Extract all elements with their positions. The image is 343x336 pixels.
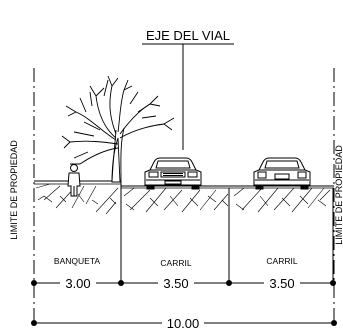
car-rear-view-2 (253, 157, 311, 190)
dimension-lane-1: 3.50 (163, 276, 188, 291)
axis-title: EJE DEL VIAL (146, 28, 230, 43)
property-limit-label-left: LIMITE DE PROPIEDAD (9, 140, 19, 240)
property-limit-label-right: LIMITE DE PROPIEDAD (334, 145, 343, 245)
tree-illustration (61, 75, 175, 183)
car-front-view-1 (144, 157, 202, 190)
dimension-lane-2: 3.50 (269, 276, 294, 291)
person-figure (67, 164, 81, 197)
dimension-sidewalk: 3.00 (65, 276, 90, 291)
dimension-total: 10.00 (167, 316, 200, 331)
zone-label-lane-1: CARRIL (160, 258, 191, 268)
road-surface (121, 185, 334, 189)
zone-label-lane-2: CARRIL (266, 256, 297, 266)
total-dimension-line (31, 320, 337, 326)
zone-label-sidewalk: BANQUETA (54, 256, 100, 266)
subgrade-hatch (35, 183, 331, 215)
partial-dimension-line (31, 280, 336, 286)
